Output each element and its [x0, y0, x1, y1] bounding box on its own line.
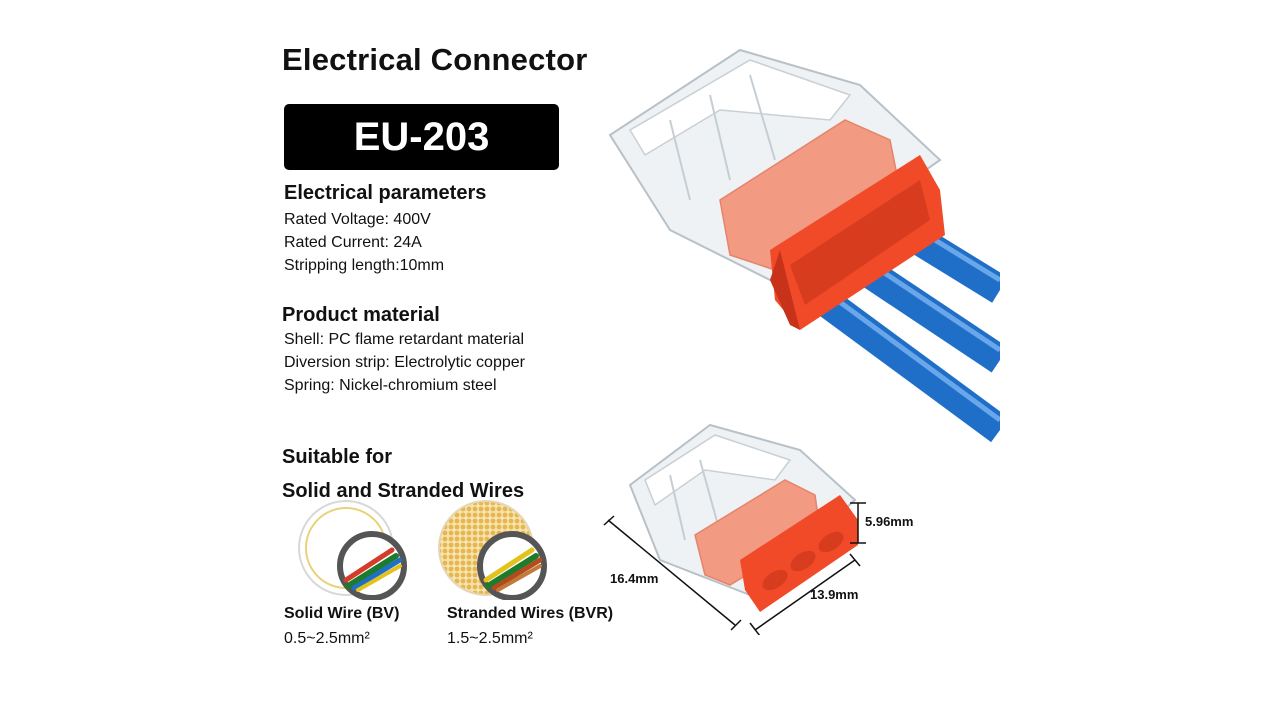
material-diversion-strip: Diversion strip: Electrolytic copper [284, 354, 525, 371]
dimension-height: 5.96mm [865, 514, 914, 529]
solid-wire-range: 0.5~2.5mm² [284, 630, 370, 647]
solid-wire-label: Solid Wire (BV) [284, 605, 400, 622]
model-name: EU-203 [353, 114, 490, 159]
solid-wire-icon [298, 500, 407, 600]
page-title: Electrical Connector [282, 42, 588, 77]
dimension-width: 13.9mm [810, 587, 859, 602]
stranded-wire-label: Stranded Wires (BVR) [447, 605, 614, 622]
stranded-wire-range: 1.5~2.5mm² [447, 630, 533, 647]
connector-with-wires-image [608, 48, 1000, 443]
stranded-wire-icon [438, 500, 547, 600]
suitable-wires-heading: Solid and Stranded Wires [282, 480, 525, 502]
connector-dimension-diagram [603, 423, 866, 635]
material-shell: Shell: PC flame retardant material [284, 331, 525, 348]
material-spring: Spring: Nickel-chromium steel [284, 377, 497, 394]
dimension-length: 16.4mm [610, 571, 659, 586]
electrical-parameters-heading: Electrical parameters [284, 182, 487, 204]
rated-voltage: Rated Voltage: 400V [284, 211, 431, 228]
suitable-heading: Suitable for [282, 446, 393, 468]
model-badge: EU-203 [284, 104, 559, 170]
product-material-heading: Product material [282, 304, 440, 326]
rated-current: Rated Current: 24A [284, 234, 422, 251]
stripping-length: Stripping length:10mm [284, 257, 445, 274]
